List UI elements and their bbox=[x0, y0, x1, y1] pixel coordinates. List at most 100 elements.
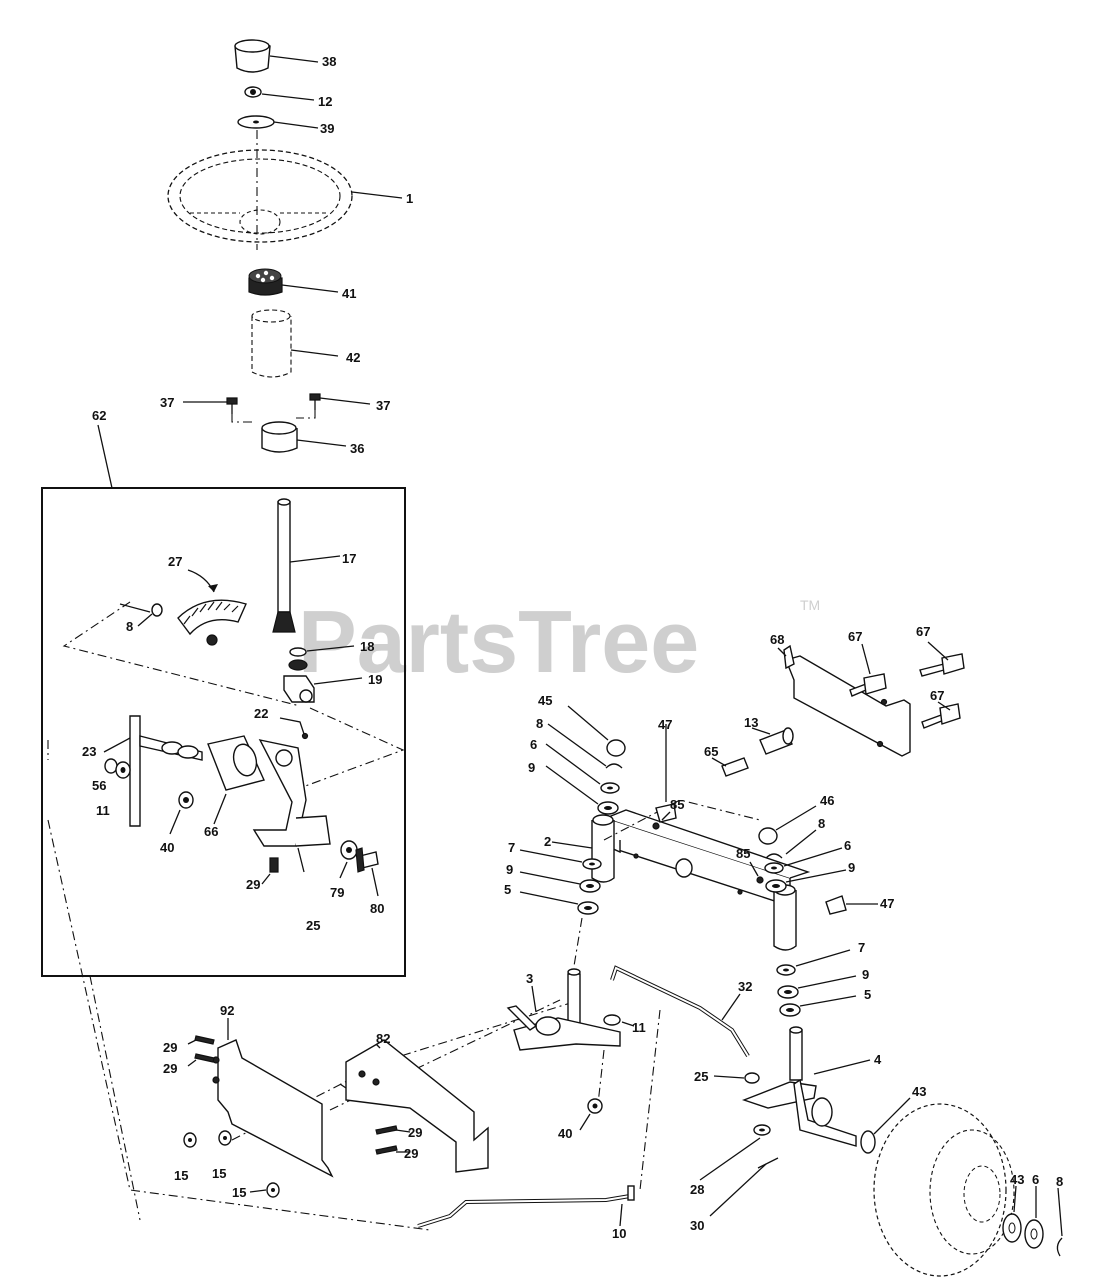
hex-nut-40a[interactable] bbox=[178, 791, 194, 809]
callout-47-upper: 47 bbox=[658, 717, 672, 732]
callout-15-a: 15 bbox=[174, 1168, 188, 1183]
steering-wheel[interactable] bbox=[167, 149, 353, 243]
pinion-washer[interactable] bbox=[288, 647, 308, 671]
steering-washer[interactable] bbox=[237, 115, 275, 129]
bracket-bolt-67b[interactable] bbox=[919, 653, 965, 677]
callout-8-right: 8 bbox=[818, 816, 825, 831]
column-sleeve[interactable] bbox=[251, 309, 292, 378]
pin-65[interactable] bbox=[721, 757, 749, 777]
spacer-13[interactable] bbox=[759, 727, 794, 755]
callout-28: 28 bbox=[690, 1182, 704, 1197]
bracket-washer[interactable] bbox=[104, 758, 118, 774]
axle-bolt-47a[interactable] bbox=[655, 803, 677, 823]
cotter-pin-30[interactable] bbox=[757, 1157, 779, 1169]
callout-45: 45 bbox=[538, 693, 552, 708]
steering-bracket[interactable] bbox=[129, 715, 203, 827]
pivot-bracket[interactable] bbox=[252, 739, 331, 847]
frame-bracket-82[interactable] bbox=[339, 1039, 489, 1173]
axle-cap-45[interactable] bbox=[606, 739, 626, 757]
nut-15a[interactable] bbox=[183, 1132, 197, 1148]
callout-29-plate-upper: 29 bbox=[163, 1040, 177, 1055]
nut-15c[interactable] bbox=[266, 1182, 280, 1198]
lock-nut-11b[interactable] bbox=[603, 1014, 621, 1026]
axle-bracket-68[interactable] bbox=[783, 644, 911, 757]
callout-38: 38 bbox=[322, 54, 336, 69]
drag-link-10[interactable] bbox=[417, 1185, 635, 1228]
bracket-screw-29a[interactable] bbox=[269, 857, 279, 873]
retaining-ring-8b[interactable] bbox=[605, 763, 623, 769]
steering-cap[interactable] bbox=[234, 39, 271, 73]
callout-6-wheel: 6 bbox=[1032, 1172, 1039, 1187]
callout-37-left: 37 bbox=[160, 395, 174, 410]
callout-62: 62 bbox=[92, 408, 106, 423]
washer-43b[interactable] bbox=[1002, 1213, 1022, 1243]
bushing-9c[interactable] bbox=[579, 879, 601, 893]
mount-plate-92[interactable] bbox=[212, 1039, 334, 1178]
grease-fitting-85a[interactable] bbox=[652, 822, 660, 830]
bushing-9a[interactable] bbox=[597, 801, 619, 815]
steering-nut[interactable] bbox=[244, 86, 262, 98]
washer-7a[interactable] bbox=[582, 858, 602, 870]
callout-3: 3 bbox=[526, 971, 533, 986]
washer-25b[interactable] bbox=[744, 1072, 760, 1084]
callout-30: 30 bbox=[690, 1218, 704, 1233]
washer-43a[interactable] bbox=[860, 1130, 876, 1154]
callout-5-left: 5 bbox=[504, 882, 511, 897]
bracket-bolt-67c[interactable] bbox=[921, 703, 961, 729]
axle-bolt-47b[interactable] bbox=[825, 895, 847, 915]
steering-sector-gear[interactable] bbox=[177, 599, 247, 646]
column-screw-right[interactable] bbox=[309, 393, 321, 410]
callout-80: 80 bbox=[370, 901, 384, 916]
callout-9-upper-left: 9 bbox=[528, 760, 535, 775]
bushing-9b[interactable] bbox=[765, 879, 787, 893]
sector-bushing[interactable] bbox=[151, 603, 163, 617]
left-spindle-3[interactable] bbox=[506, 968, 621, 1051]
callout-67-b: 67 bbox=[916, 624, 930, 639]
pinion-gear-housing[interactable] bbox=[283, 675, 315, 703]
watermark-trademark: TM bbox=[800, 597, 820, 613]
steering-adapter[interactable] bbox=[248, 268, 283, 296]
bracket-lock-washer[interactable] bbox=[115, 761, 131, 779]
nut-40b[interactable] bbox=[587, 1098, 603, 1114]
callout-67-c: 67 bbox=[930, 688, 944, 703]
washer-6c[interactable] bbox=[1024, 1219, 1044, 1249]
washer-6a[interactable] bbox=[600, 782, 620, 794]
callout-8-left: 8 bbox=[536, 716, 543, 731]
callout-29-frame-upper: 29 bbox=[408, 1125, 422, 1140]
callout-25-bracket: 25 bbox=[306, 918, 320, 933]
washer-5b[interactable] bbox=[779, 1003, 801, 1017]
callout-37-right: 37 bbox=[376, 398, 390, 413]
right-spindle-4[interactable] bbox=[741, 1026, 857, 1147]
callout-17: 17 bbox=[342, 551, 356, 566]
washer-79[interactable] bbox=[340, 840, 358, 860]
steering-shaft[interactable] bbox=[272, 498, 296, 633]
grease-fitting-85b[interactable] bbox=[756, 876, 764, 884]
retaining-ring-8c[interactable] bbox=[765, 853, 783, 859]
retaining-ring-8d[interactable] bbox=[1056, 1237, 1063, 1257]
bushing-9d[interactable] bbox=[777, 985, 799, 999]
tie-rod-32[interactable] bbox=[610, 965, 750, 1058]
washer-5a[interactable] bbox=[577, 901, 599, 915]
shoulder-bolt-80[interactable] bbox=[355, 847, 379, 873]
column-screw-left[interactable] bbox=[226, 397, 238, 414]
washer-7b[interactable] bbox=[776, 964, 796, 976]
plate-bolt-29b[interactable] bbox=[194, 1035, 215, 1045]
washer-28[interactable] bbox=[753, 1124, 771, 1136]
column-bushing[interactable] bbox=[261, 421, 298, 453]
cotter-pin[interactable] bbox=[301, 732, 309, 740]
callout-13: 13 bbox=[744, 715, 758, 730]
washer-6b[interactable] bbox=[764, 862, 784, 874]
frame-bolt-29e[interactable] bbox=[375, 1145, 398, 1155]
watermark-text: PartsTree bbox=[298, 592, 699, 691]
plate-bolt-29c[interactable] bbox=[194, 1053, 215, 1063]
callout-79: 79 bbox=[330, 885, 344, 900]
frame-bolt-29d[interactable] bbox=[375, 1125, 398, 1135]
axle-cap-46[interactable] bbox=[758, 827, 778, 845]
bushing-sleeve[interactable] bbox=[207, 735, 265, 791]
bracket-bolt-67a[interactable] bbox=[849, 673, 887, 697]
callout-43-lower: 43 bbox=[1010, 1172, 1024, 1187]
nut-15b[interactable] bbox=[218, 1130, 232, 1146]
front-wheel[interactable] bbox=[873, 1103, 1015, 1277]
callout-7-left: 7 bbox=[508, 840, 515, 855]
